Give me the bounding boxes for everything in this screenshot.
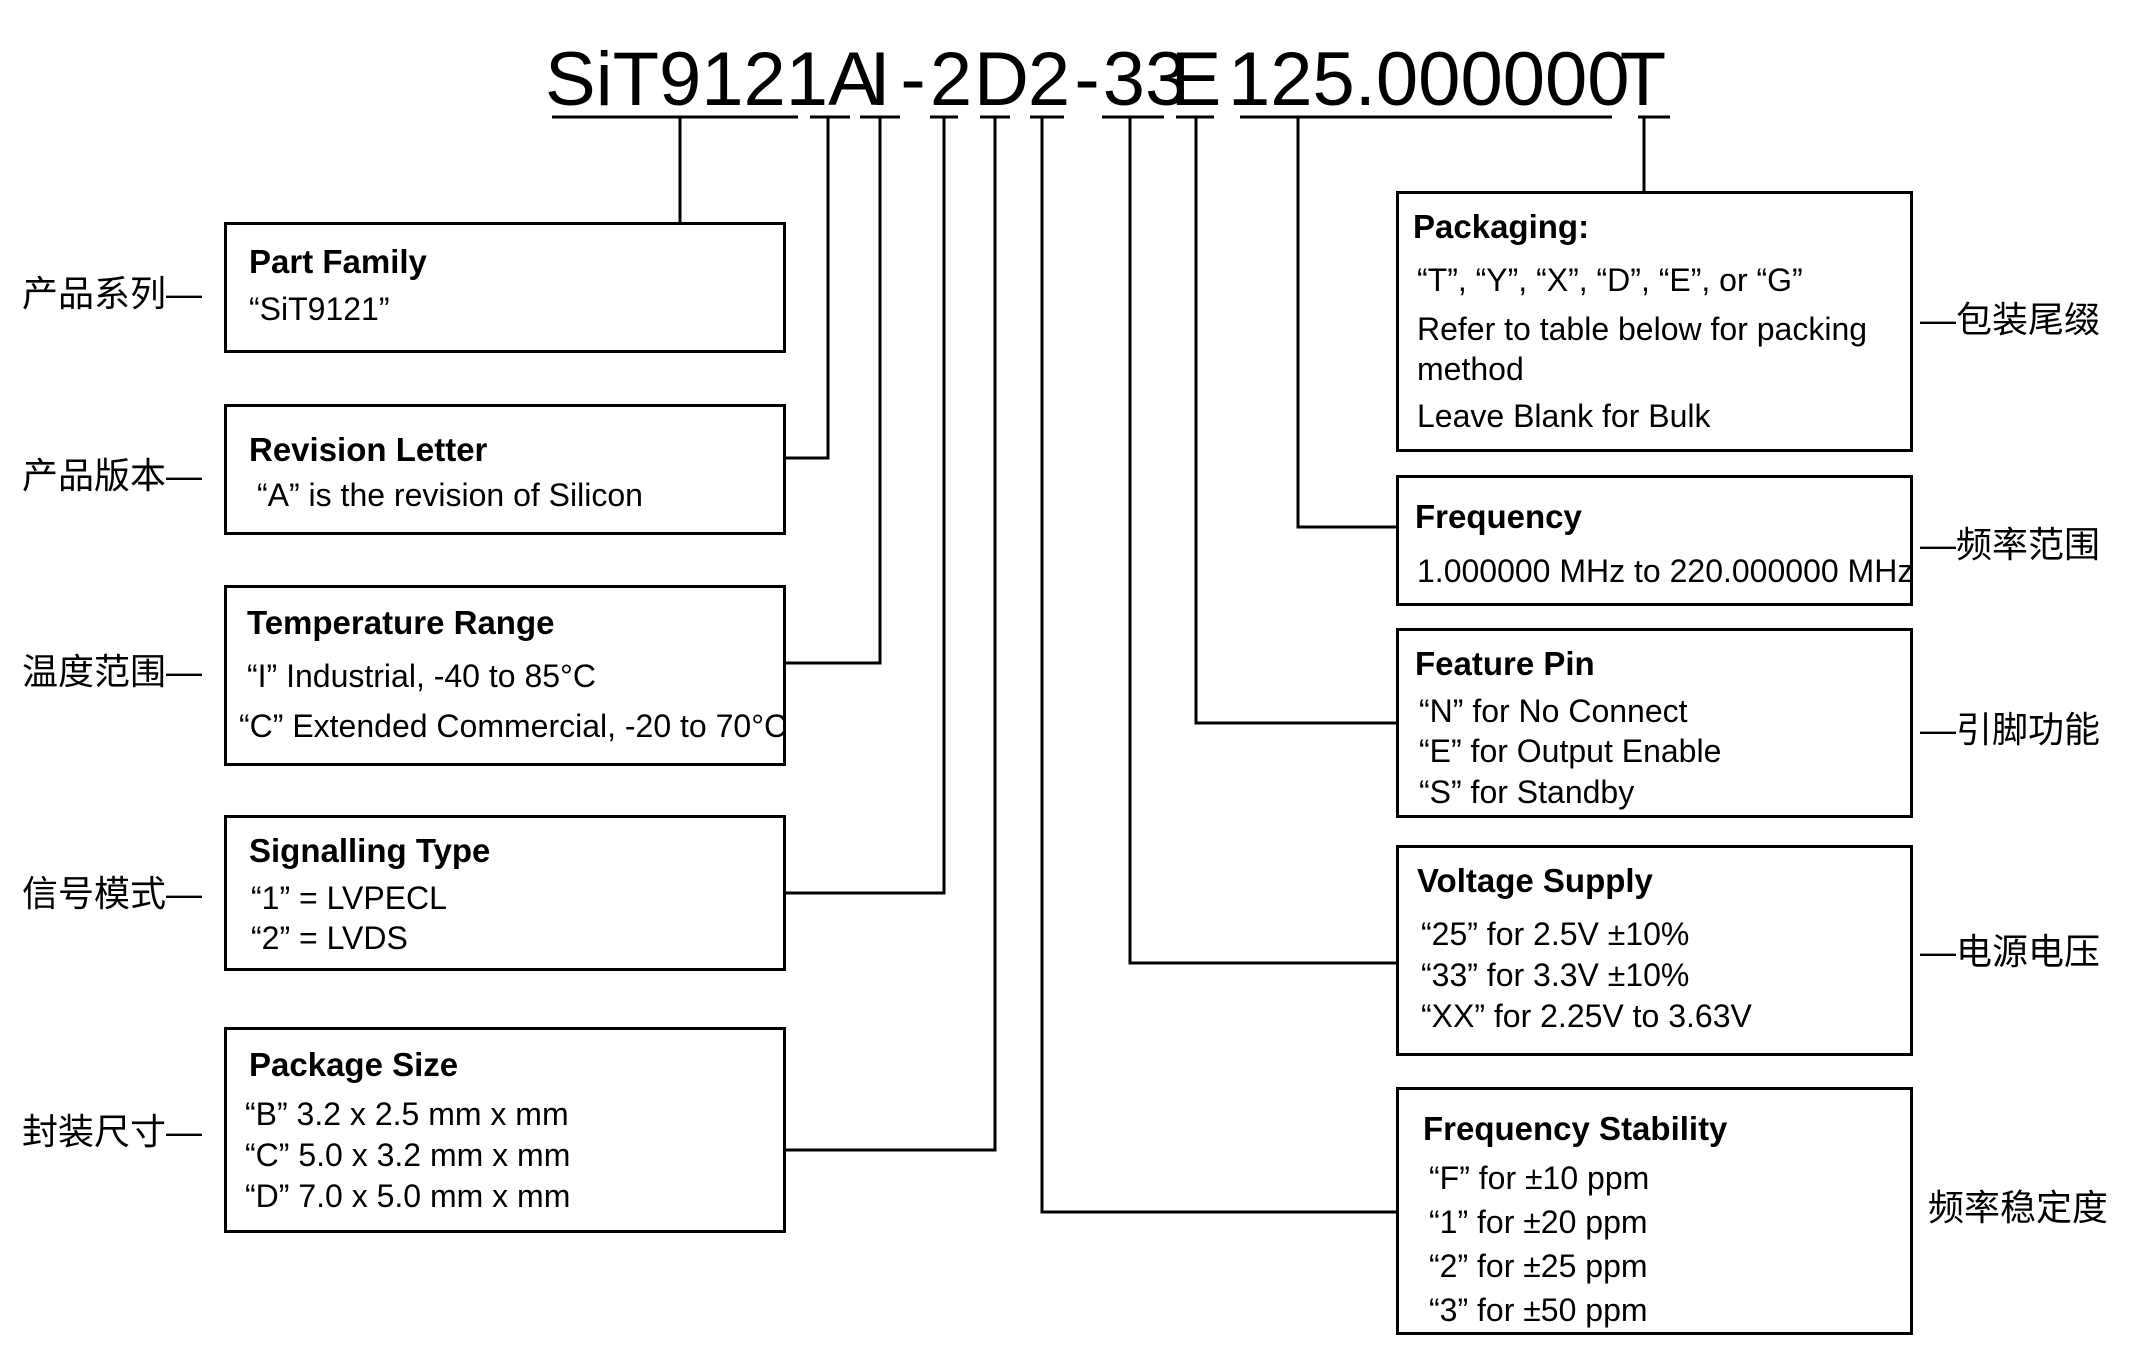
temperature-range-box: Temperature Range “I” Industrial, -40 to… (224, 585, 788, 766)
voltage-supply-box: Voltage Supply “25” for 2.5V ±10% “33” f… (1396, 845, 1913, 1056)
frequency-stability-title: Frequency Stability (1423, 1110, 1728, 1147)
wire-voltage (1128, 117, 1401, 965)
pn-feature: E (1170, 37, 1222, 122)
packaging-title: Packaging: (1413, 208, 1590, 245)
cn-label-frequency: —频率范围 (1920, 524, 2101, 565)
stability-option-2: “2” for ±25 ppm (1429, 1248, 1648, 1284)
wire-frequency (1296, 117, 1401, 529)
stability-option-3: “3” for ±50 ppm (1429, 1292, 1648, 1328)
revision-letter-title: Revision Letter (249, 431, 488, 468)
cn-label-temperature: 温度范围— (22, 651, 203, 692)
cn-label-signalling: 信号模式— (22, 873, 203, 914)
signalling-option-lvpecl: “1” = LVPECL (251, 880, 447, 916)
pn-frequency: 125.000000 (1228, 37, 1630, 122)
wire-signalling (783, 117, 946, 895)
feature-pin-title: Feature Pin (1415, 645, 1595, 682)
package-option-b: “B” 3.2 x 2.5 mm x mm (245, 1096, 569, 1132)
feature-option-n: “N” for No Connect (1419, 693, 1688, 729)
voltage-supply-title: Voltage Supply (1417, 862, 1653, 899)
cn-label-frequency-stability: 频率稳定度 (1928, 1187, 2109, 1228)
packaging-refer-line: Refer to table below for packing (1417, 311, 1868, 347)
signalling-type-box: Signalling Type “1” = LVPECL “2” = LVDS (224, 815, 786, 971)
wire-package-size (783, 117, 997, 1152)
part-family-title: Part Family (249, 243, 427, 280)
revision-letter-line: “A” is the revision of Silicon (257, 477, 643, 513)
cn-label-part-family: 产品系列— (22, 273, 203, 314)
pn-dash-2: - (1074, 37, 1100, 122)
packaging-method-line: method (1417, 351, 1524, 387)
temperature-option-commercial: “C” Extended Commercial, -20 to 70°C (239, 708, 788, 744)
packaging-bulk-line: Leave Blank for Bulk (1417, 398, 1711, 434)
wire-feature-pin (1194, 117, 1401, 725)
package-option-d: “D” 7.0 x 5.0 mm x mm (245, 1178, 571, 1214)
pn-temperature: I (869, 37, 891, 122)
revision-letter-box: Revision Letter “A” is the revision of S… (224, 404, 786, 535)
packaging-box: Packaging: “T”, “Y”, “X”, “D”, “E”, or “… (1396, 191, 1913, 452)
temperature-option-industrial: “I” Industrial, -40 to 85°C (247, 658, 596, 694)
frequency-stability-box: Frequency Stability “F” for ±10 ppm “1” … (1396, 1087, 1913, 1335)
pn-dash-1: - (900, 37, 926, 122)
frequency-range: 1.000000 MHz to 220.000000 MHz (1417, 553, 1914, 589)
signalling-type-title: Signalling Type (249, 832, 491, 869)
stability-option-1: “1” for ±20 ppm (1429, 1204, 1648, 1240)
cn-label-feature-pin: —引脚功能 (1920, 709, 2101, 750)
package-size-box: Package Size “B” 3.2 x 2.5 mm x mm “C” 5… (224, 1027, 786, 1233)
pn-packaging: T (1619, 37, 1667, 122)
frequency-title: Frequency (1415, 498, 1582, 535)
stability-option-f: “F” for ±10 ppm (1429, 1160, 1650, 1196)
part-family-line: “SiT9121” (249, 291, 390, 327)
package-size-title: Package Size (249, 1046, 459, 1083)
cn-label-packaging: —包装尾缀 (1920, 299, 2101, 340)
pn-base: SiT9121A (545, 37, 879, 122)
feature-option-e: “E” for Output Enable (1419, 733, 1722, 769)
wire-temperature (783, 117, 882, 665)
voltage-option-xx: “XX” for 2.25V to 3.63V (1421, 998, 1752, 1034)
pn-package: D (974, 37, 1029, 122)
part-family-box: Part Family “SiT9121” (224, 222, 786, 353)
feature-option-s: “S” for Standby (1419, 774, 1635, 810)
pn-stability: 2 (1027, 37, 1071, 122)
cn-label-revision: 产品版本— (22, 455, 203, 496)
voltage-option-25: “25” for 2.5V ±10% (1421, 916, 1690, 952)
pn-signalling: 2 (929, 37, 973, 122)
cn-label-package-size: 封装尺寸— (22, 1111, 203, 1152)
voltage-option-33: “33” for 3.3V ±10% (1421, 957, 1690, 993)
cn-label-voltage: —电源电压 (1920, 931, 2101, 972)
temperature-range-title: Temperature Range (247, 604, 555, 641)
package-option-c: “C” 5.0 x 3.2 mm x mm (245, 1137, 571, 1173)
pn-voltage: 33 (1102, 37, 1188, 122)
feature-pin-box: Feature Pin “N” for No Connect “E” for O… (1396, 628, 1913, 818)
frequency-box: Frequency 1.000000 MHz to 220.000000 MHz (1396, 475, 1913, 606)
signalling-option-lvds: “2” = LVDS (251, 920, 408, 956)
packaging-options: “T”, “Y”, “X”, “D”, “E”, or “G” (1417, 262, 1803, 298)
wire-stability (1040, 117, 1401, 1214)
wire-revision (783, 117, 830, 460)
